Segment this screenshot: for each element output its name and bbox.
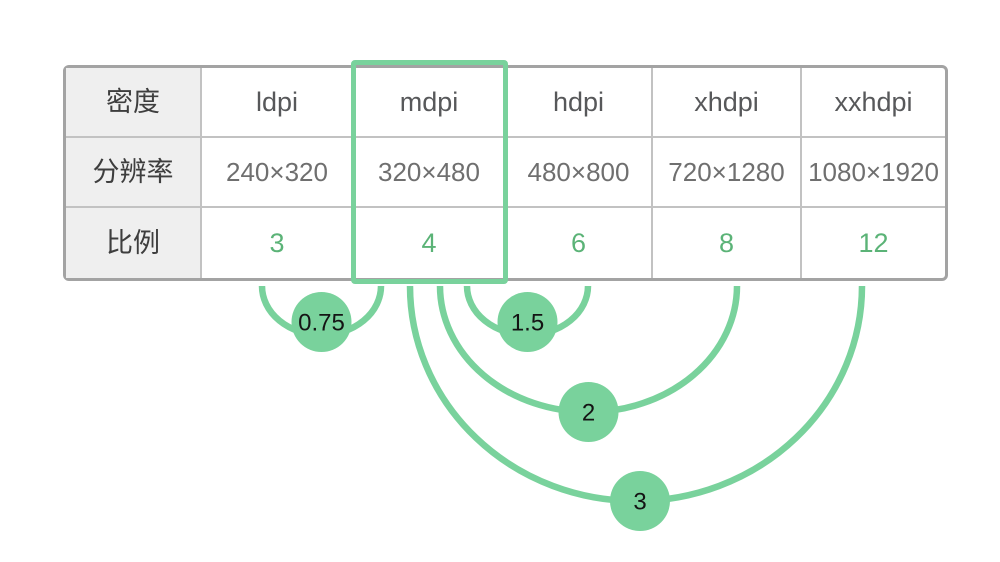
cell-ratio-xxhdpi: 12 (858, 227, 889, 258)
multiplier-badge-1.5 (497, 292, 558, 352)
cell-res-xxhdpi: 1080×1920 (802, 138, 945, 208)
cell-ratio-ldpi: 3 (202, 208, 354, 278)
cell-dpi-xhdpi: xhdpi (653, 68, 802, 138)
cell-dpi-mdpi: mdpi (354, 68, 506, 138)
multiplier-badge-3 (610, 471, 670, 531)
scale-arc-mdpi-xhdpi (436, 285, 741, 416)
scale-arc-ldpi-mdpi (258, 285, 385, 339)
multiplier-label: 3 (633, 489, 646, 516)
cell-ratio-hdpi: 6 (506, 208, 653, 278)
cell-res-ldpi: 240×320 (202, 138, 354, 208)
cell-dpi-xxhdpi: xxhdpi (802, 68, 945, 138)
cell-res-mdpi: 320×480 (354, 138, 506, 208)
cell-res-hdpi: 480×800 (506, 138, 653, 208)
scale-arc-mdpi-hdpi (463, 285, 592, 339)
scale-arc-mdpi-xxhdpi (406, 285, 866, 505)
density-table: 密度 ldpi mdpi hdpi xhdpi xxhdpi 分辨率 240×3… (63, 65, 948, 281)
multiplier-badge-0.75 (291, 292, 352, 352)
cell-ratio-mdpi: 4 (354, 208, 506, 278)
cell-dpi-hdpi: hdpi (506, 68, 653, 138)
multiplier-badge-2 (558, 382, 619, 442)
cell-res-xhdpi: 720×1280 (653, 138, 802, 208)
header-cell-resolution: 分辨率 (66, 138, 202, 208)
multiplier-label: 0.75 (298, 310, 345, 337)
header-cell-density: 密度 (66, 68, 202, 138)
header-cell-ratio: 比例 (66, 208, 202, 278)
multiplier-label: 1.5 (511, 310, 544, 337)
multiplier-label: 2 (582, 400, 595, 427)
cell-ratio-xhdpi: 8 (653, 208, 802, 278)
cell-dpi-ldpi: ldpi (202, 68, 354, 138)
